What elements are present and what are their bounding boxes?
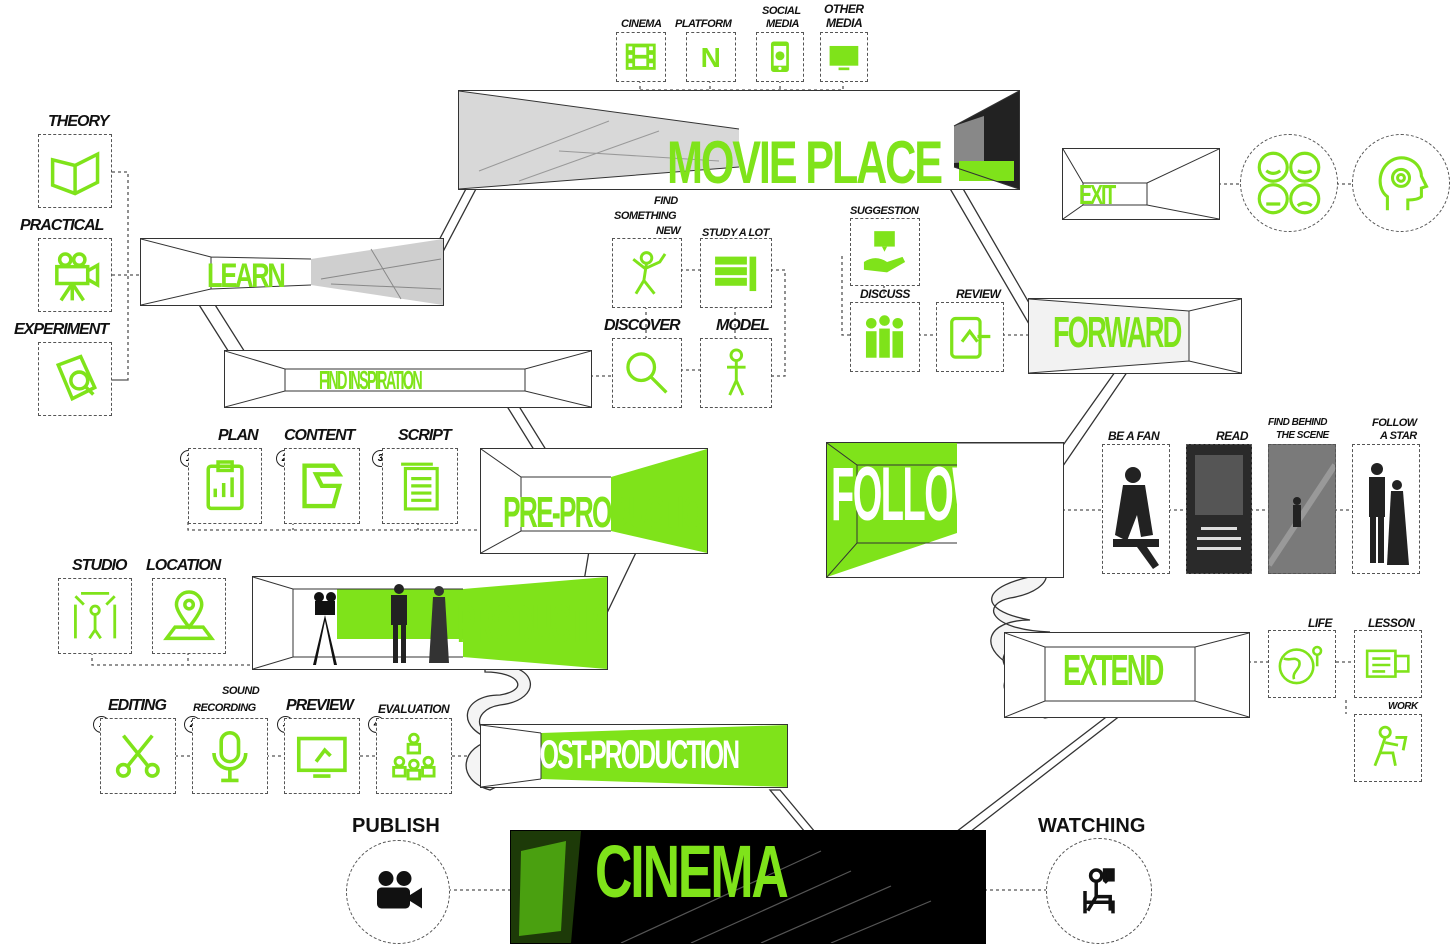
room-find-inspiration[interactable]: FIND INSPIRATION (224, 350, 592, 408)
label-suggestion: SUGGESTION (850, 206, 918, 217)
behind-the-scene-photo[interactable] (1268, 444, 1336, 574)
label-platform: PLATFORM (675, 19, 731, 30)
other-media-tv-icon[interactable] (820, 32, 868, 82)
room-title-cinema: CINEMA (595, 835, 787, 909)
room-forward[interactable]: FORWARD (1028, 298, 1242, 374)
svg-text:N: N (701, 42, 721, 73)
emotions-faces-icon[interactable] (1240, 134, 1338, 232)
label-other-media: MEDIA (826, 17, 862, 29)
label-model: MODEL (716, 318, 769, 334)
be-a-fan-photo[interactable] (1102, 444, 1170, 574)
label-new: NEW (656, 226, 680, 237)
room-production[interactable]: PRODUCTION (252, 576, 608, 670)
find-something-new-icon[interactable] (612, 238, 682, 308)
room-exit[interactable]: EXIT (1062, 148, 1220, 220)
label-read: READ (1216, 430, 1248, 442)
label-practical: PRACTICAL (20, 218, 103, 234)
label-work: WORK (1388, 702, 1418, 712)
room-title-movie-place: MOVIE PLACE (667, 133, 941, 190)
label-watching: WATCHING (1038, 816, 1145, 836)
label-something: SOMETHING (614, 211, 676, 222)
read-book-photo[interactable] (1186, 444, 1252, 574)
label-experiment: EXPERIMENT (14, 322, 108, 338)
review-tablet-icon[interactable] (936, 302, 1004, 372)
label-follow: FOLLOW (1372, 418, 1417, 429)
sound-microphone-icon[interactable] (192, 718, 268, 794)
label-other: OTHER (824, 3, 864, 15)
label-studio: STUDIO (72, 558, 126, 574)
label-preview: PREVIEW (286, 698, 353, 714)
room-title-exit: EXIT (1079, 181, 1114, 209)
room-movie-place[interactable]: MOVIE PLACE (458, 90, 1020, 190)
room-pre-production[interactable]: PRE-PRODUCTION (480, 448, 708, 554)
label-plan: PLAN (218, 428, 258, 444)
discover-magnifier-icon[interactable] (612, 338, 682, 408)
room-title-post-production: POST-PRODUCTION (525, 735, 738, 775)
discuss-group-icon[interactable] (850, 302, 920, 372)
label-recording: RECORDING (193, 703, 256, 714)
room-post-production[interactable]: POST-PRODUCTION (480, 724, 788, 788)
work-desk-icon[interactable] (1354, 714, 1422, 782)
label-theory: THEORY (48, 114, 108, 130)
room-title-learn: LEARN (207, 259, 284, 293)
label-editing: EDITING (108, 698, 166, 714)
room-cinema[interactable]: CINEMA (510, 830, 986, 944)
label-life: LIFE (1308, 617, 1332, 629)
room-title-production: PRODUCTION (457, 597, 608, 651)
label-social: SOCIAL (762, 6, 801, 17)
follow-a-star-photo[interactable] (1352, 444, 1420, 574)
publish-camera-icon[interactable] (346, 840, 450, 944)
label-discover: DISCOVER (604, 318, 680, 334)
suggestion-hand-icon[interactable] (850, 218, 920, 286)
content-icon[interactable] (284, 448, 360, 524)
model-figure-icon[interactable] (700, 338, 772, 408)
mind-head-icon[interactable] (1352, 134, 1450, 232)
preview-monitor-icon[interactable] (284, 718, 360, 794)
label-be-a-fan: BE A FAN (1108, 430, 1159, 442)
label-a-star: A STAR (1380, 431, 1417, 442)
social-media-phone-icon[interactable] (756, 32, 804, 82)
theory-book-icon[interactable] (38, 134, 112, 208)
label-social-media: MEDIA (766, 19, 799, 30)
studio-lights-icon[interactable] (58, 578, 132, 654)
editing-scissors-icon[interactable] (100, 718, 176, 794)
label-review: REVIEW (956, 288, 1000, 300)
label-cinema: CINEMA (621, 19, 661, 30)
script-document-icon[interactable] (382, 448, 458, 524)
room-title-follow-more: FOLLOW MORE (831, 457, 1064, 533)
cinema-film-icon[interactable] (616, 32, 666, 82)
room-title-pre-production: PRE-PRODUCTION (503, 491, 708, 535)
label-publish: PUBLISH (352, 816, 440, 836)
lesson-board-icon[interactable] (1354, 630, 1422, 698)
evaluation-team-icon[interactable] (376, 718, 452, 794)
room-extend[interactable]: EXTEND (1004, 632, 1250, 718)
room-title-forward: FORWARD (1053, 311, 1180, 355)
label-script: SCRIPT (398, 428, 451, 444)
label-evaluation: EVALUATION (378, 703, 449, 715)
practical-camera-icon[interactable] (38, 238, 112, 312)
life-world-icon[interactable] (1268, 630, 1336, 698)
label-lesson: LESSON (1368, 617, 1414, 629)
experiment-lab-icon[interactable] (38, 342, 112, 416)
platform-netflix-icon[interactable]: N (686, 32, 736, 82)
label-sound: SOUND (222, 686, 259, 697)
study-books-icon[interactable] (700, 238, 772, 308)
plan-clipboard-icon[interactable] (188, 448, 262, 524)
room-learn[interactable]: LEARN (140, 238, 444, 306)
label-location: LOCATION (146, 558, 220, 574)
label-content: CONTENT (284, 428, 354, 444)
label-discuss: DISCUSS (860, 288, 910, 300)
label-find-behind: FIND BEHIND (1268, 418, 1327, 428)
label-find: FIND (654, 196, 678, 207)
watching-viewer-icon[interactable] (1046, 838, 1152, 944)
label-the-scene: THE SCENE (1276, 431, 1329, 441)
room-follow-more[interactable]: FOLLOW MORE (826, 442, 1064, 578)
room-title-find-inspiration: FIND INSPIRATION (319, 367, 421, 393)
room-title-extend: EXTEND (1063, 649, 1163, 693)
location-pin-icon[interactable] (152, 578, 226, 654)
